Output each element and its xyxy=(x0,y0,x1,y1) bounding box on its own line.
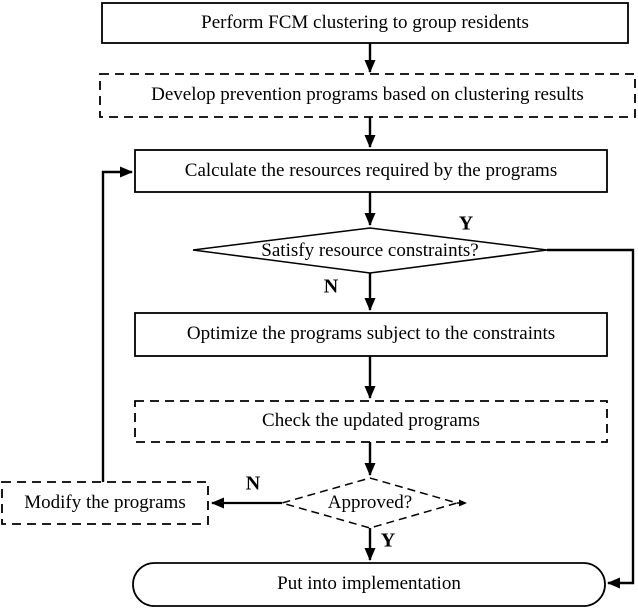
check-node-label: Check the updated programs xyxy=(262,410,480,432)
satisfy-yes-label: Y xyxy=(458,212,474,235)
perform-box-outline xyxy=(101,2,629,44)
approved-diamond-outline xyxy=(279,477,460,529)
arrow-modify-feedback-to-calculate xyxy=(101,166,133,482)
optimize-node-label: Optimize the programs subject to the con… xyxy=(186,323,556,345)
check-box-outline xyxy=(134,400,608,443)
approved-node-label: Approved? xyxy=(327,492,413,513)
perform-node-label: Perform FCM clustering to group resident… xyxy=(201,11,529,33)
develop-node-label: Develop prevention programs based on clu… xyxy=(151,84,584,106)
modify-node-label: Modify the programs xyxy=(24,491,186,513)
modify-box-outline xyxy=(1,481,209,525)
satisfy-no-label: N xyxy=(323,275,339,298)
calculate-node-label: Calculate the resources required by the … xyxy=(184,159,558,181)
implement-node-label: Put into implementation xyxy=(277,573,461,595)
approved-no-label: N xyxy=(245,472,261,495)
approved-yes-label: Y xyxy=(380,529,396,552)
implement-stadium-outline xyxy=(132,562,606,607)
develop-box-outline xyxy=(99,73,636,118)
satisfy-node-label: Satisfy resource constraints? xyxy=(261,240,479,261)
arrow-satisfy-yes-to-implement xyxy=(547,248,635,589)
